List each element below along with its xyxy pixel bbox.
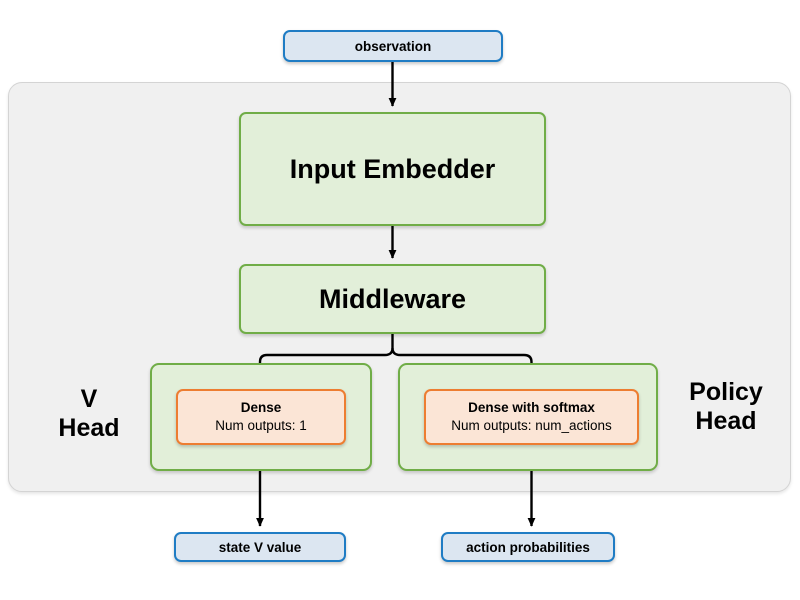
node-policy-head-dense: Dense with softmax Num outputs: num_acti… (424, 389, 639, 445)
node-middleware: Middleware (239, 264, 546, 334)
node-v-head-dense-subtitle: Num outputs: 1 (215, 418, 307, 433)
v-head-label-line1: V (80, 385, 98, 413)
node-middleware-label: Middleware (318, 283, 467, 314)
node-observation: observation (283, 30, 503, 62)
policy-head-label-line2: Head (695, 406, 757, 435)
node-policy-head-dense-subtitle: Num outputs: num_actions (451, 418, 612, 433)
policy-head-label-line1: Policy (689, 378, 763, 406)
policy-head-label: Policy Head (664, 378, 788, 436)
node-action-probabilities: action probabilities (441, 532, 615, 562)
v-head-label: V Head (34, 385, 144, 443)
node-input-embedder-label: Input Embedder (289, 153, 496, 184)
node-observation-label: observation (354, 38, 432, 54)
node-input-embedder: Input Embedder (239, 112, 546, 226)
node-state-v-value: state V value (174, 532, 346, 562)
node-action-probabilities-label: action probabilities (466, 539, 590, 555)
node-policy-head-dense-title: Dense with softmax (468, 399, 595, 415)
node-v-head-dense-title: Dense (240, 399, 282, 415)
node-v-head-dense: Dense Num outputs: 1 (176, 389, 346, 445)
v-head-label-line2: Head (58, 413, 120, 442)
node-state-v-value-label: state V value (218, 539, 302, 555)
